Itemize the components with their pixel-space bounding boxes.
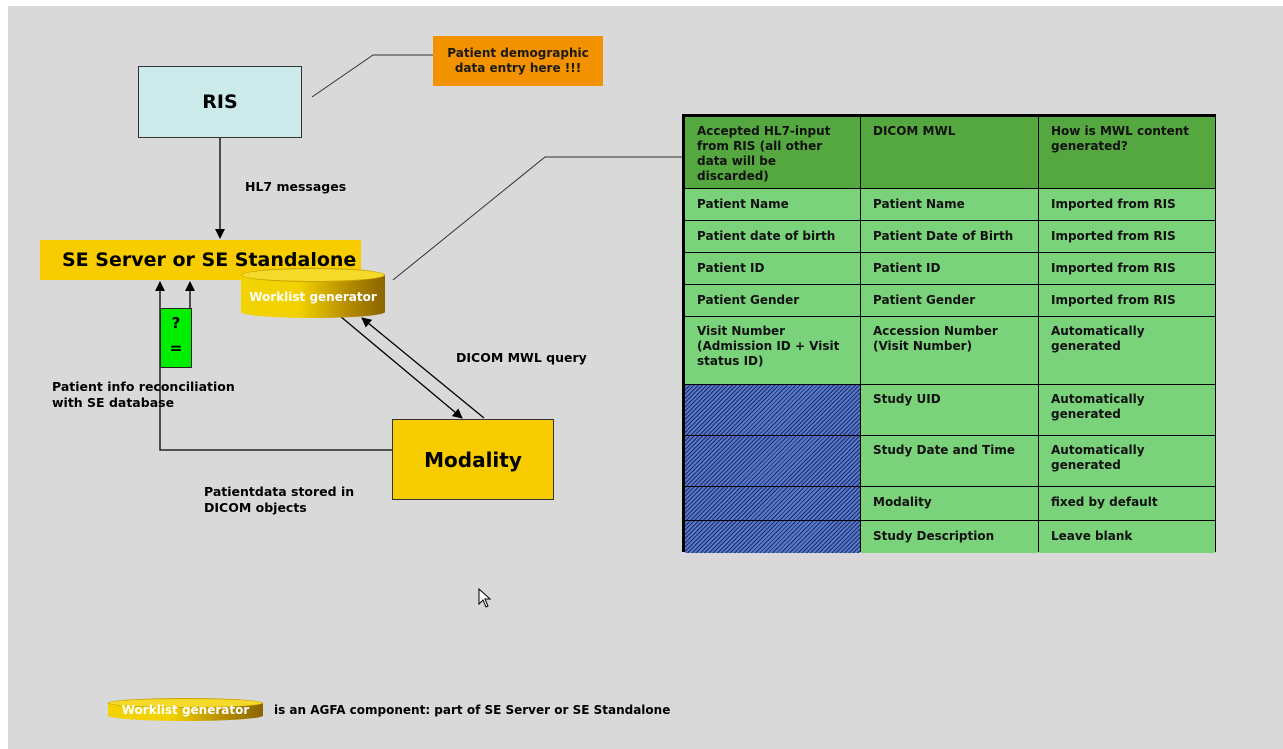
reconcile-label: Patient info reconciliation with SE data… bbox=[52, 379, 235, 411]
table-cell-how: Automatically generated bbox=[1039, 317, 1215, 384]
question-mark: ? bbox=[171, 314, 181, 332]
table-cell-how: Imported from RIS bbox=[1039, 189, 1215, 220]
table-cell-mwl: Patient Gender bbox=[861, 285, 1038, 316]
table-cell-how: Leave blank bbox=[1039, 521, 1215, 553]
table-cell-hatched bbox=[685, 521, 860, 553]
legend-worklist-chip: Worklist generator bbox=[108, 698, 263, 721]
header-mwl: DICOM MWL bbox=[861, 117, 1038, 188]
table-cell-mwl: Study Date and Time bbox=[861, 436, 1038, 486]
mwl-response-arrow bbox=[339, 315, 463, 419]
modality-label: Modality bbox=[424, 447, 522, 472]
table-cell-how: fixed by default bbox=[1039, 487, 1215, 520]
table-cell-hatched bbox=[685, 385, 860, 435]
worklist-generator-cylinder: Worklist generator bbox=[241, 268, 385, 318]
table-cell-how: Imported from RIS bbox=[1039, 253, 1215, 284]
worklist-label: Worklist generator bbox=[249, 290, 377, 304]
table-cell-hl7: Patient Gender bbox=[685, 285, 860, 316]
reconcile-question-box: ? = bbox=[160, 308, 192, 368]
table-cell-how: Imported from RIS bbox=[1039, 285, 1215, 316]
table-cell-mwl: Modality bbox=[861, 487, 1038, 520]
table-cell-mwl: Patient ID bbox=[861, 253, 1038, 284]
ris-box: RIS bbox=[138, 66, 302, 138]
table-cell-hl7: Patient ID bbox=[685, 253, 860, 284]
equals-mark: = bbox=[169, 339, 183, 357]
header-hl7: Accepted HL7-input from RIS (all other d… bbox=[685, 117, 860, 188]
table-cell-hatched bbox=[685, 487, 860, 520]
hl7-label: HL7 messages bbox=[245, 179, 347, 194]
ris-label: RIS bbox=[202, 91, 238, 113]
table-cell-mwl: Study Description bbox=[861, 521, 1038, 553]
stored-line-2: DICOM objects bbox=[204, 500, 307, 515]
table-cell-mwl: Patient Name bbox=[861, 189, 1038, 220]
reconcile-line-2: with SE database bbox=[52, 395, 175, 410]
reconcile-line-1: Patient info reconciliation bbox=[52, 379, 235, 394]
callout-leader bbox=[311, 54, 433, 98]
header-how: How is MWL content generated? bbox=[1039, 117, 1215, 188]
table-cell-hl7: Visit Number (Admission ID + Visit statu… bbox=[685, 317, 860, 384]
mapping-table: Accepted HL7-input from RIS (all other d… bbox=[682, 114, 1216, 553]
legend-chip-label: Worklist generator bbox=[121, 703, 250, 717]
table-cell-mwl: Accession Number (Visit Number) bbox=[861, 317, 1038, 384]
server-label: SE Server or SE Standalone bbox=[62, 249, 357, 271]
callout-line-1: Patient demographic bbox=[447, 46, 589, 60]
callout-line-2: data entry here !!! bbox=[454, 61, 582, 75]
table-cell-how: Automatically generated bbox=[1039, 385, 1215, 435]
table-cell-how: Imported from RIS bbox=[1039, 221, 1215, 252]
table-cell-hl7: Patient Name bbox=[685, 189, 860, 220]
table-cell-how: Automatically generated bbox=[1039, 436, 1215, 486]
stored-label: Patientdata stored in DICOM objects bbox=[204, 484, 354, 516]
table-cell-mwl: Patient Date of Birth bbox=[861, 221, 1038, 252]
table-cell-hl7: Patient date of birth bbox=[685, 221, 860, 252]
table-leader bbox=[392, 156, 682, 281]
mwl-query-label: DICOM MWL query bbox=[456, 350, 587, 365]
table-cell-hatched bbox=[685, 436, 860, 486]
modality-box: Modality bbox=[392, 419, 554, 500]
mouse-cursor-icon bbox=[478, 588, 492, 608]
table-cell-mwl: Study UID bbox=[861, 385, 1038, 435]
mwl-query-arrow bbox=[361, 317, 485, 419]
stored-line-1: Patientdata stored in bbox=[204, 484, 355, 499]
legend-text: is an AGFA component: part of SE Server … bbox=[274, 703, 671, 717]
